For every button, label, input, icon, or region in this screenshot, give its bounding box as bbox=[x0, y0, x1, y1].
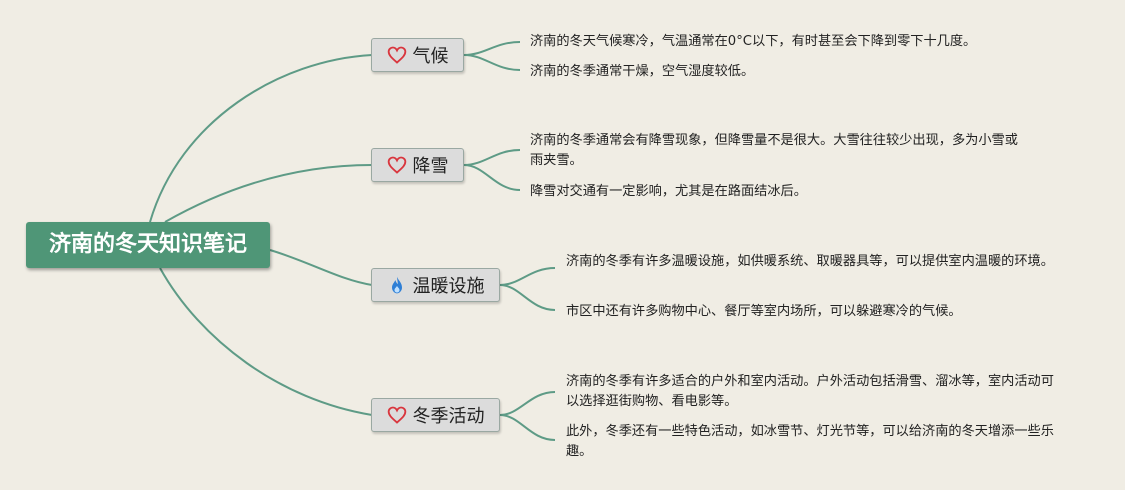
note-text: 济南的冬天气候寒冷，气温通常在0°C以下，有时甚至会下降到零下十几度。 bbox=[530, 34, 977, 49]
note-text: 济南的冬季有许多适合的户外和室内活动。户外活动包括滑雪、溜冰等，室内活动可以选择… bbox=[566, 374, 1054, 409]
branch-label: 温暖设施 bbox=[412, 276, 485, 297]
note-text: 济南的冬季通常会有降雪现象，但降雪量不是很大。大雪往往较少出现，多为小雪或雨夹雪… bbox=[530, 133, 1018, 168]
heart-icon bbox=[387, 155, 407, 175]
branch-label: 冬季活动 bbox=[412, 406, 485, 427]
branch-label: 降雪 bbox=[412, 156, 449, 177]
note-text: 市区中还有许多购物中心、餐厅等室内场所，可以躲避寒冷的气候。 bbox=[566, 304, 962, 319]
heart-icon bbox=[387, 45, 407, 65]
branch-winter-activities[interactable]: 冬季活动 bbox=[371, 398, 500, 432]
branch-climate[interactable]: 气候 bbox=[371, 38, 464, 72]
note-text: 此外，冬季还有一些特色活动，如冰雪节、灯光节等，可以给济南的冬天增添一些乐趣。 bbox=[566, 424, 1054, 459]
note-text: 降雪对交通有一定影响，尤其是在路面结冰后。 bbox=[530, 184, 807, 199]
note-text: 济南的冬季有许多温暖设施，如供暖系统、取暖器具等，可以提供室内温暖的环境。 bbox=[566, 254, 1054, 269]
root-topic[interactable]: 济南的冬天知识笔记 bbox=[26, 222, 270, 268]
flame-icon bbox=[387, 275, 407, 295]
branch-label: 气候 bbox=[412, 46, 449, 67]
heart-icon bbox=[387, 405, 407, 425]
branch-snowfall[interactable]: 降雪 bbox=[371, 148, 464, 182]
note-text: 济南的冬季通常干燥，空气湿度较低。 bbox=[530, 64, 755, 79]
branch-heating[interactable]: 温暖设施 bbox=[371, 268, 500, 302]
